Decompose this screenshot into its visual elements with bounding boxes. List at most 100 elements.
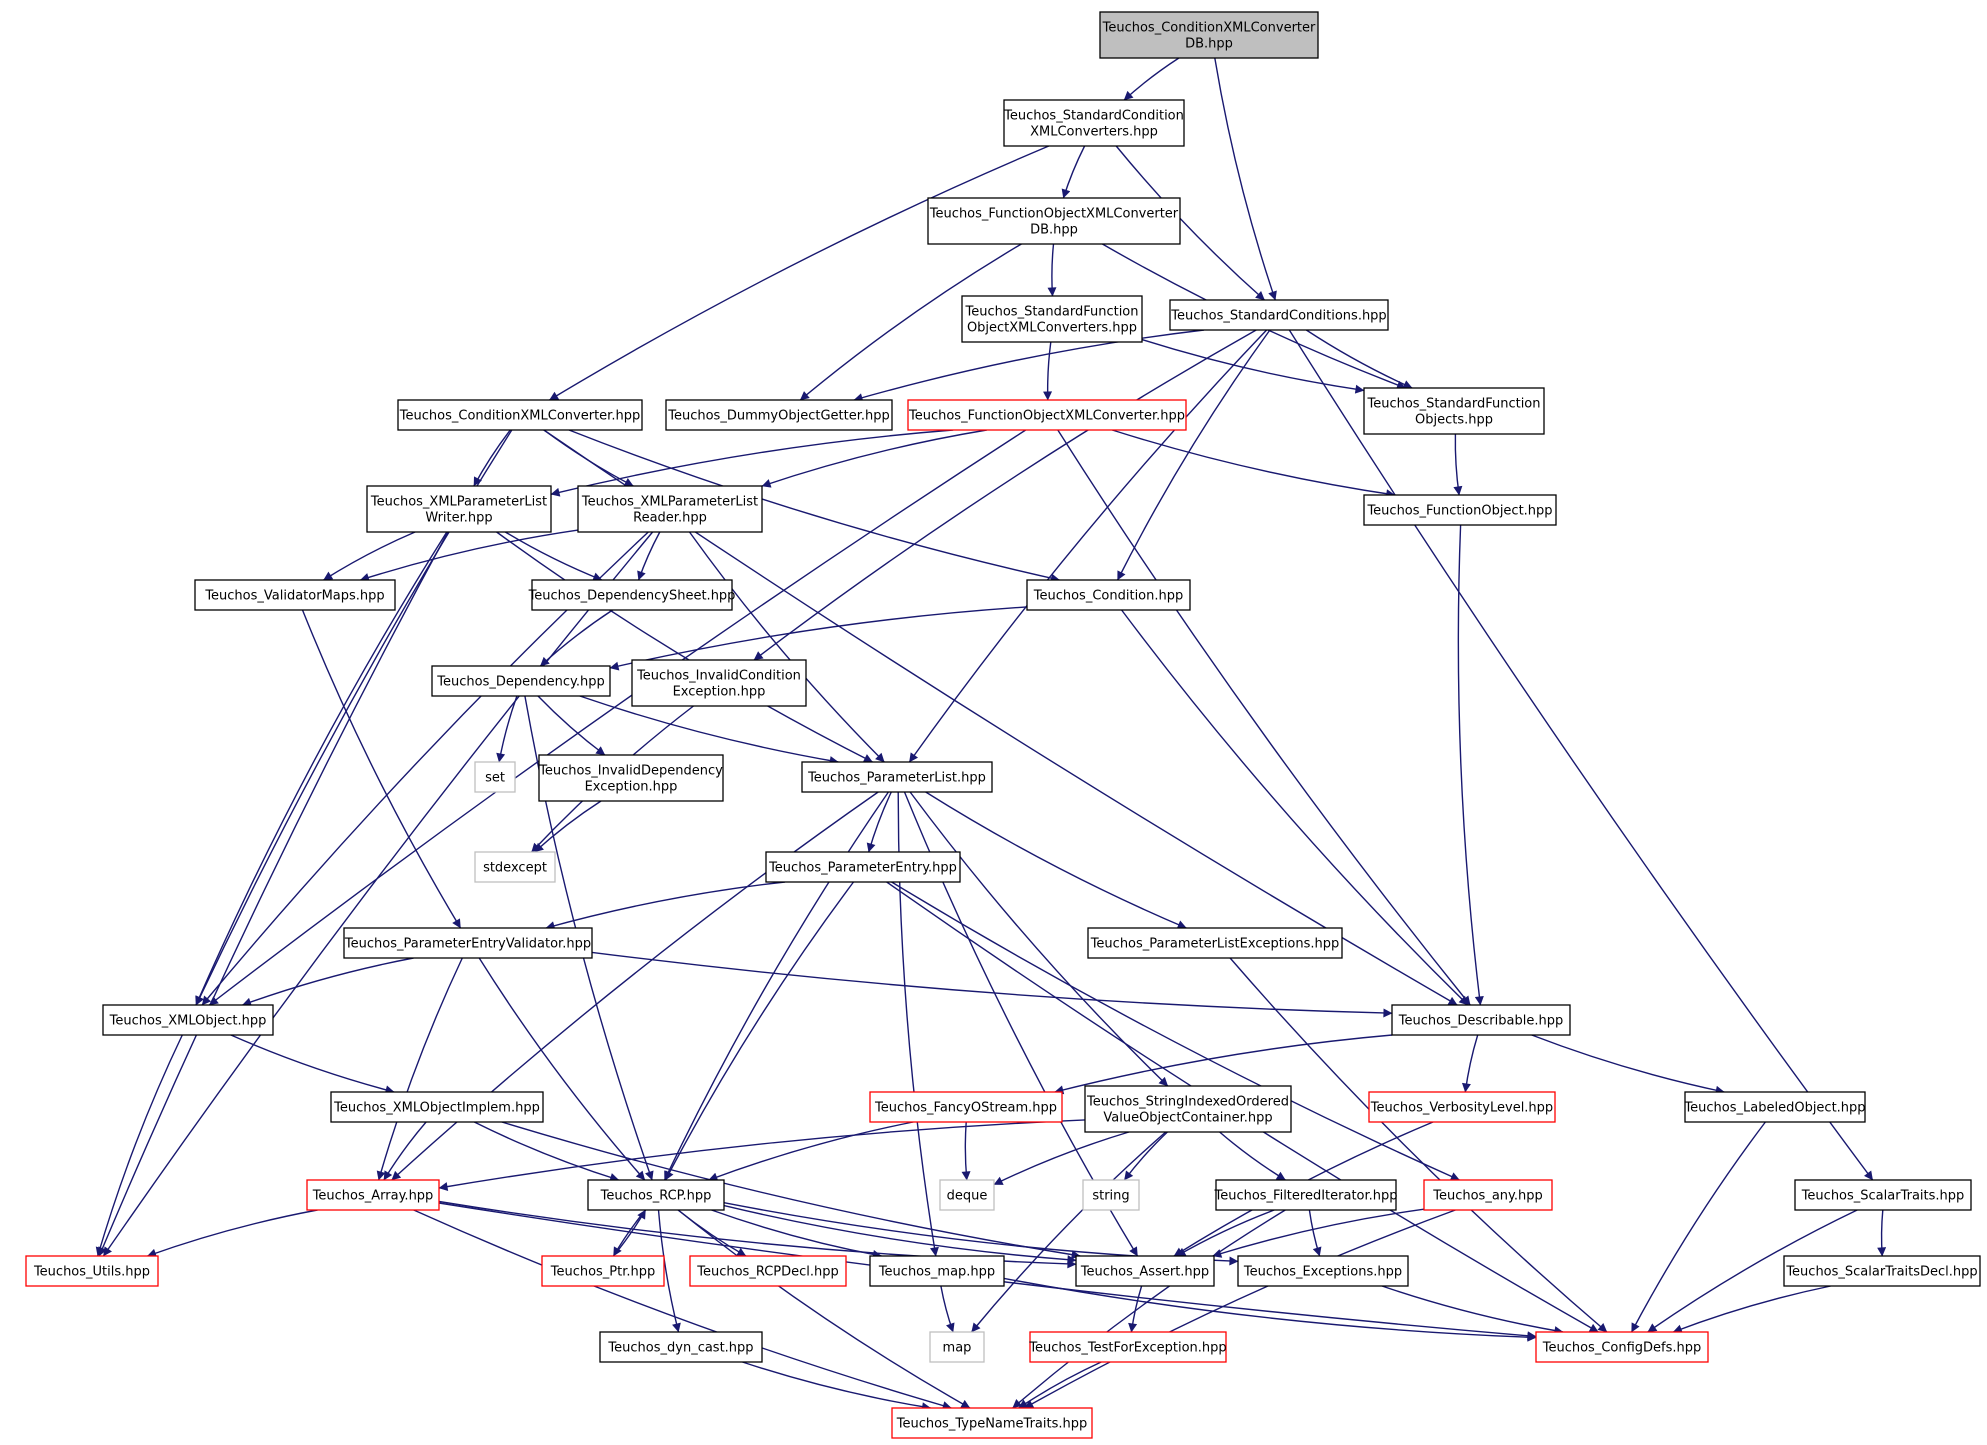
node-dummyGetter[interactable]: Teuchos_DummyObjectGetter.hpp bbox=[665, 399, 893, 431]
node-label-stdFuncObjXml-1: ObjectXMLConverters.hpp bbox=[967, 321, 1137, 336]
node-fancyOStream[interactable]: Teuchos_FancyOStream.hpp bbox=[869, 1091, 1063, 1123]
edge-stdConditions-to-scalarTraits bbox=[1288, 329, 1874, 1181]
edge-funcObjXmlConv-to-xmlPLReader bbox=[761, 429, 987, 488]
node-dependency[interactable]: Teuchos_Dependency.hpp bbox=[431, 665, 611, 697]
node-xmlObjectImplem[interactable]: Teuchos_XMLObjectImplem.hpp bbox=[330, 1091, 544, 1123]
node-box-condXmlConv bbox=[397, 399, 643, 431]
node-box-array bbox=[306, 1179, 440, 1211]
edge-stdConditions-to-stdFuncObjs bbox=[1305, 329, 1413, 389]
node-string[interactable]: string bbox=[1082, 1179, 1140, 1211]
node-box-xmlPLReader bbox=[577, 485, 763, 533]
node-xmlObject[interactable]: Teuchos_XMLObject.hpp bbox=[102, 1004, 274, 1036]
node-label-stdCondXml-0: Teuchos_StandardCondition bbox=[1003, 109, 1184, 124]
edge-paramEntryValidator-to-xmlObject bbox=[242, 957, 414, 1007]
edge-funcObjXmlDB-to-stdFuncObjXml bbox=[1047, 243, 1057, 297]
edge-xmlObjectImplem-to-rcp bbox=[473, 1121, 620, 1182]
node-stdexcept[interactable]: stdexcept bbox=[474, 851, 556, 883]
node-label-xmlPLWriter-1: Writer.hpp bbox=[425, 511, 492, 526]
edge-scalarTraits-to-configDefs bbox=[1647, 1209, 1858, 1333]
edge-invalidDepExc-to-stdexcept bbox=[534, 800, 602, 853]
node-label-stdCondXml-1: XMLConverters.hpp bbox=[1030, 125, 1158, 140]
node-deque[interactable]: deque bbox=[939, 1179, 995, 1211]
edge-xmlPLReader-to-validatorMaps bbox=[359, 529, 579, 582]
node-box-funcObj bbox=[1363, 494, 1557, 526]
node-plExceptions[interactable]: Teuchos_ParameterListExceptions.hpp bbox=[1087, 927, 1343, 959]
node-scalarTraitsDecl[interactable]: Teuchos_ScalarTraitsDecl.hpp bbox=[1783, 1255, 1981, 1287]
node-typeNameTraits[interactable]: Teuchos_TypeNameTraits.hpp bbox=[891, 1407, 1093, 1439]
node-label-validatorMaps-0: Teuchos_ValidatorMaps.hpp bbox=[204, 589, 384, 604]
node-scalarTraits[interactable]: Teuchos_ScalarTraits.hpp bbox=[1794, 1179, 1972, 1211]
node-box-testForExc bbox=[1029, 1331, 1227, 1363]
node-condXmlConv[interactable]: Teuchos_ConditionXMLConverter.hpp bbox=[397, 399, 643, 431]
node-box-labeledObject bbox=[1684, 1091, 1866, 1123]
node-box-dummyGetter bbox=[665, 399, 893, 431]
edge-xmlPLWriter-to-depSheet bbox=[504, 531, 603, 581]
node-box-xmlObject bbox=[102, 1004, 274, 1036]
node-box-xmlObjectImplem bbox=[330, 1091, 544, 1123]
node-paramEntryValidator[interactable]: Teuchos_ParameterEntryValidator.hpp bbox=[343, 927, 593, 959]
node-sioVoc[interactable]: Teuchos_StringIndexedOrderedValueObjectC… bbox=[1084, 1085, 1292, 1133]
node-paramEntry[interactable]: Teuchos_ParameterEntry.hpp bbox=[765, 851, 961, 883]
node-condition[interactable]: Teuchos_Condition.hpp bbox=[1026, 579, 1191, 611]
node-box-configDefs bbox=[1535, 1331, 1709, 1363]
edge-filteredIter-to-typeNameTraits bbox=[1012, 1209, 1286, 1409]
edge-xmlObjectImplem-to-assert bbox=[501, 1121, 1081, 1260]
edge-any-to-assert bbox=[1212, 1208, 1425, 1258]
node-verbosity[interactable]: Teuchos_VerbosityLevel.hpp bbox=[1368, 1091, 1556, 1123]
node-assert[interactable]: Teuchos_Assert.hpp bbox=[1075, 1255, 1215, 1287]
node-ptr[interactable]: Teuchos_Ptr.hpp bbox=[541, 1255, 665, 1287]
node-validatorMaps[interactable]: Teuchos_ValidatorMaps.hpp bbox=[194, 579, 396, 611]
edge-paramEntryValidator-to-describable bbox=[591, 951, 1393, 1018]
node-filteredIter[interactable]: Teuchos_FilteredIterator.hpp bbox=[1213, 1179, 1398, 1211]
node-label-xmlPLReader-1: Reader.hpp bbox=[633, 511, 707, 526]
node-exceptions[interactable]: Teuchos_Exceptions.hpp bbox=[1237, 1255, 1409, 1287]
node-testForExc[interactable]: Teuchos_TestForException.hpp bbox=[1028, 1331, 1227, 1363]
edge-stdFuncObjs-to-funcObj bbox=[1453, 433, 1463, 496]
node-depSheet[interactable]: Teuchos_DependencySheet.hpp bbox=[528, 579, 736, 611]
node-box-paramEntry bbox=[765, 851, 961, 883]
node-paramList[interactable]: Teuchos_ParameterList.hpp bbox=[801, 761, 993, 793]
edge-condXmlConv-to-condition bbox=[568, 429, 1060, 583]
node-label-root-1: DB.hpp bbox=[1185, 37, 1233, 52]
node-funcObj[interactable]: Teuchos_FunctionObject.hpp bbox=[1363, 494, 1557, 526]
node-box-stdConditions bbox=[1169, 299, 1389, 331]
edge-array-to-typeNameTraits bbox=[413, 1209, 952, 1410]
node-utils[interactable]: Teuchos_Utils.hpp bbox=[25, 1255, 159, 1287]
node-rcpDecl[interactable]: Teuchos_RCPDecl.hpp bbox=[689, 1255, 847, 1287]
node-box-stdFuncObjXml bbox=[961, 295, 1143, 343]
edge-dependency-to-paramList bbox=[579, 695, 839, 765]
node-box-validatorMaps bbox=[194, 579, 396, 611]
node-array[interactable]: Teuchos_Array.hpp bbox=[306, 1179, 440, 1211]
node-dynCast[interactable]: Teuchos_dyn_cast.hpp bbox=[599, 1331, 763, 1363]
node-describable[interactable]: Teuchos_Describable.hpp bbox=[1391, 1004, 1571, 1036]
edge-xmlObjectImplem-to-array bbox=[383, 1121, 427, 1181]
node-label-invalidCondExc-1: Exception.hpp bbox=[673, 685, 766, 700]
node-box-map bbox=[929, 1331, 985, 1363]
node-funcObjXmlConv[interactable]: Teuchos_FunctionObjectXMLConverter.hpp bbox=[907, 399, 1187, 431]
node-labeledObject[interactable]: Teuchos_LabeledObject.hpp bbox=[1683, 1091, 1866, 1123]
node-box-fancyOStream bbox=[869, 1091, 1063, 1123]
node-map_hpp[interactable]: Teuchos_map.hpp bbox=[869, 1255, 1005, 1287]
node-rcp[interactable]: Teuchos_RCP.hpp bbox=[587, 1179, 725, 1211]
node-label-stdFuncObjs-0: Teuchos_StandardFunction bbox=[1366, 397, 1540, 412]
node-map[interactable]: map bbox=[929, 1331, 985, 1363]
node-configDefs[interactable]: Teuchos_ConfigDefs.hpp bbox=[1535, 1331, 1709, 1363]
node-box-scalarTraits bbox=[1794, 1179, 1972, 1211]
node-stdCondXml[interactable]: Teuchos_StandardConditionXMLConverters.h… bbox=[1003, 99, 1185, 147]
node-box-xmlPLWriter bbox=[366, 485, 552, 533]
node-stdFuncObjXml[interactable]: Teuchos_StandardFunctionObjectXMLConvert… bbox=[961, 295, 1143, 343]
edge-testForExc-to-typeNameTraits bbox=[1018, 1361, 1102, 1409]
node-label-rcp-0: Teuchos_RCP.hpp bbox=[600, 1189, 712, 1204]
node-stdConditions[interactable]: Teuchos_StandardConditions.hpp bbox=[1169, 299, 1389, 331]
node-box-set bbox=[474, 761, 516, 793]
edge-condition-to-describable bbox=[1121, 609, 1469, 1006]
node-any[interactable]: Teuchos_any.hpp bbox=[1423, 1179, 1553, 1211]
node-set[interactable]: set bbox=[474, 761, 516, 793]
